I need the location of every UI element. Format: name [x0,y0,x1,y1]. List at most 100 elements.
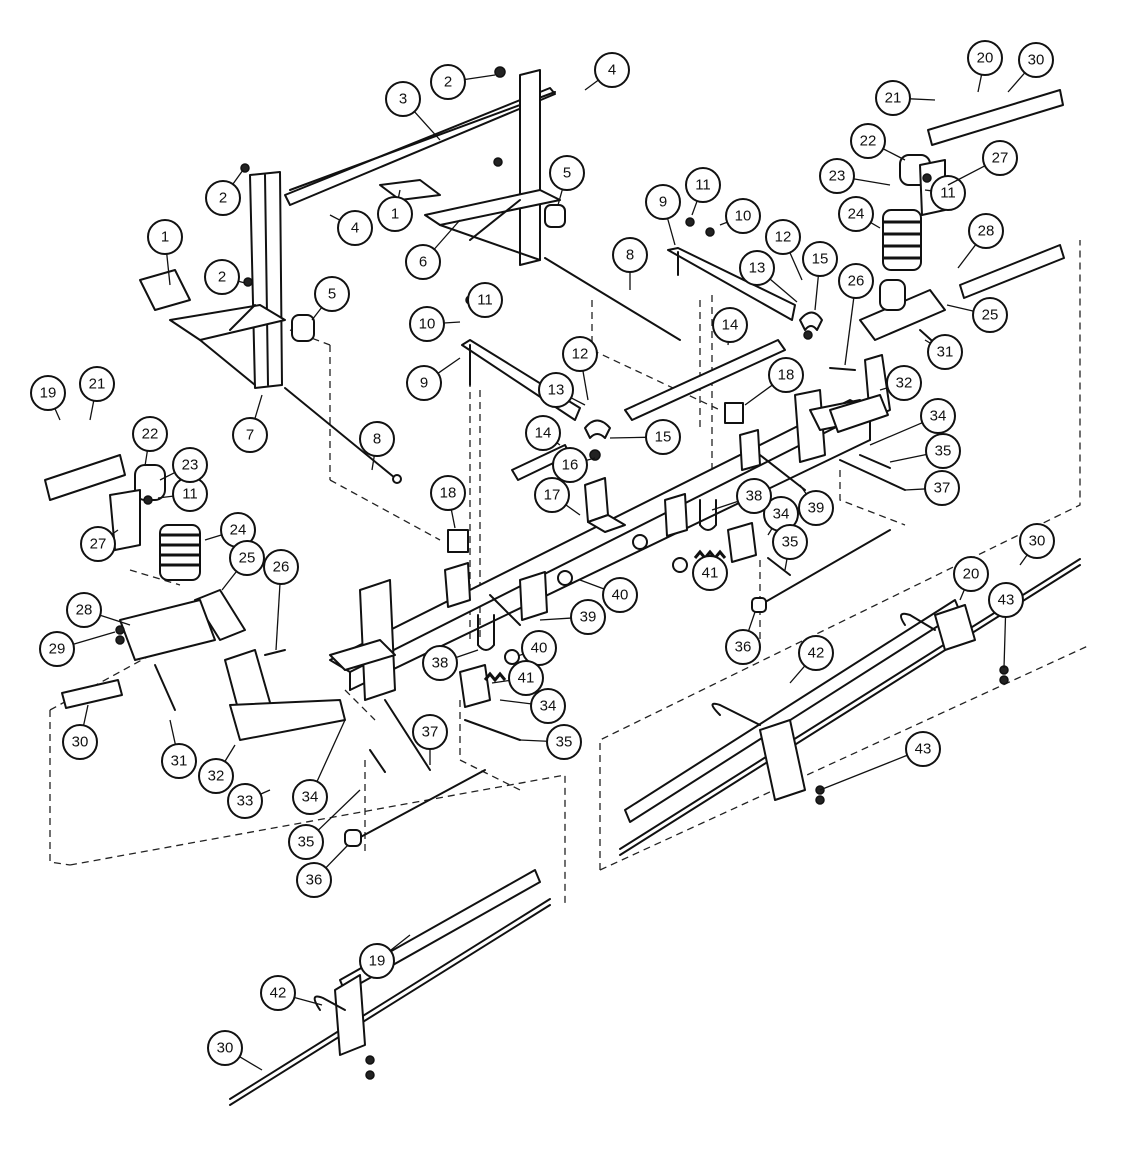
callout-circle [161,743,197,779]
callout-leader [769,278,798,303]
tube-30-right-top [959,244,1065,299]
callout-circle [132,416,168,452]
callout-label: 23 [182,457,199,474]
callout-circle [232,417,268,453]
callout-label: 38 [432,655,449,672]
bracket-27-left [109,489,141,551]
callout-circle [412,714,448,750]
callout-10: 10 [719,198,761,234]
callout-leader [437,357,461,374]
callout-circle [905,731,941,767]
pin-37-left [384,699,431,771]
callout-leader [89,400,95,421]
callout-7: 7 [232,394,268,453]
callout-circle [385,81,421,117]
callout-label: 22 [860,133,877,150]
callout-label: 41 [518,670,535,687]
plate-left-lower [334,974,366,1056]
callout-circle [359,421,395,457]
callout-circle [875,80,911,116]
block-18-left [447,529,469,553]
callouts: 1122234455678899101011111111121213131414… [30,40,1055,1071]
callout-19: 19 [359,934,411,979]
callout-23: 23 [819,158,891,194]
callout-label: 9 [420,375,428,392]
callout-label: 20 [963,566,980,583]
callout-label: 5 [328,286,336,303]
callout-label: 18 [778,367,795,384]
callout-41: 41 [491,660,544,696]
callout-leader [73,631,116,645]
callout-circle [552,447,588,483]
callout-label: 3 [399,91,407,108]
callout-leader [491,679,510,684]
callout-13: 13 [739,250,798,303]
callout-circle [409,306,445,342]
callout-label: 27 [90,536,107,553]
callout-circle [359,943,395,979]
callout-leader [1003,616,1007,669]
callout-circle [406,365,442,401]
callout-leader [570,397,586,406]
callout-circle [292,779,328,815]
bar-19-left [44,454,126,501]
callout-leader [784,558,788,571]
callout-38: 38 [711,478,772,514]
callout-40: 40 [579,577,638,613]
nut-40-b [557,570,573,586]
callout-20: 20 [953,556,989,601]
callout-circle [924,470,960,506]
callout-leader [316,719,346,782]
callout-label: 8 [373,431,381,448]
callout-leader [870,222,881,229]
callout-label: 34 [302,789,319,806]
callout-leader [397,189,401,198]
callout-label: 4 [608,62,616,79]
callout-17: 17 [534,477,581,516]
callout-circle [80,526,116,562]
callout-circle [739,250,775,286]
callout-leader [819,754,908,791]
callout-label: 34 [930,408,947,425]
callout-8: 8 [359,421,395,471]
callout-label: 37 [934,480,951,497]
callout-leader [238,280,246,284]
rod-36-left [354,769,486,841]
callout-label: 8 [626,247,634,264]
callout-label: 14 [535,425,552,442]
callout-leader [221,570,238,591]
callout-label: 12 [572,346,589,363]
callout-leader [767,528,773,536]
callout-12: 12 [562,336,598,401]
callout-label: 18 [440,485,457,502]
callout-label: 12 [775,229,792,246]
callout-circle [838,196,874,232]
callout-leader [159,472,176,481]
callout-circle [772,524,808,560]
mount-25-right [859,289,946,341]
callout-18: 18 [744,357,804,406]
callout-circle [467,282,503,318]
callout-circle [725,629,761,665]
pad-left-1 [139,269,191,311]
callout-leader [464,74,496,81]
callout-label: 13 [749,260,766,277]
callout-label: 13 [548,382,565,399]
callout-label: 11 [477,292,493,309]
callout-leader [959,589,965,601]
callout-37: 37 [412,714,448,765]
callout-23: 23 [159,447,208,483]
callout-leader [609,436,647,439]
callout-label: 14 [722,317,739,334]
callout-label: 35 [935,443,952,460]
nut-40-d [672,557,688,573]
callout-leader [1007,72,1026,93]
callout-label: 39 [580,609,597,626]
callout-label: 11 [182,486,198,503]
callout-circle [570,599,606,635]
callout-circle [430,64,466,100]
callout-leader [311,307,323,321]
callout-30: 30 [207,1030,263,1071]
rod-left-8 [284,387,396,479]
callout-leader [294,996,323,1006]
